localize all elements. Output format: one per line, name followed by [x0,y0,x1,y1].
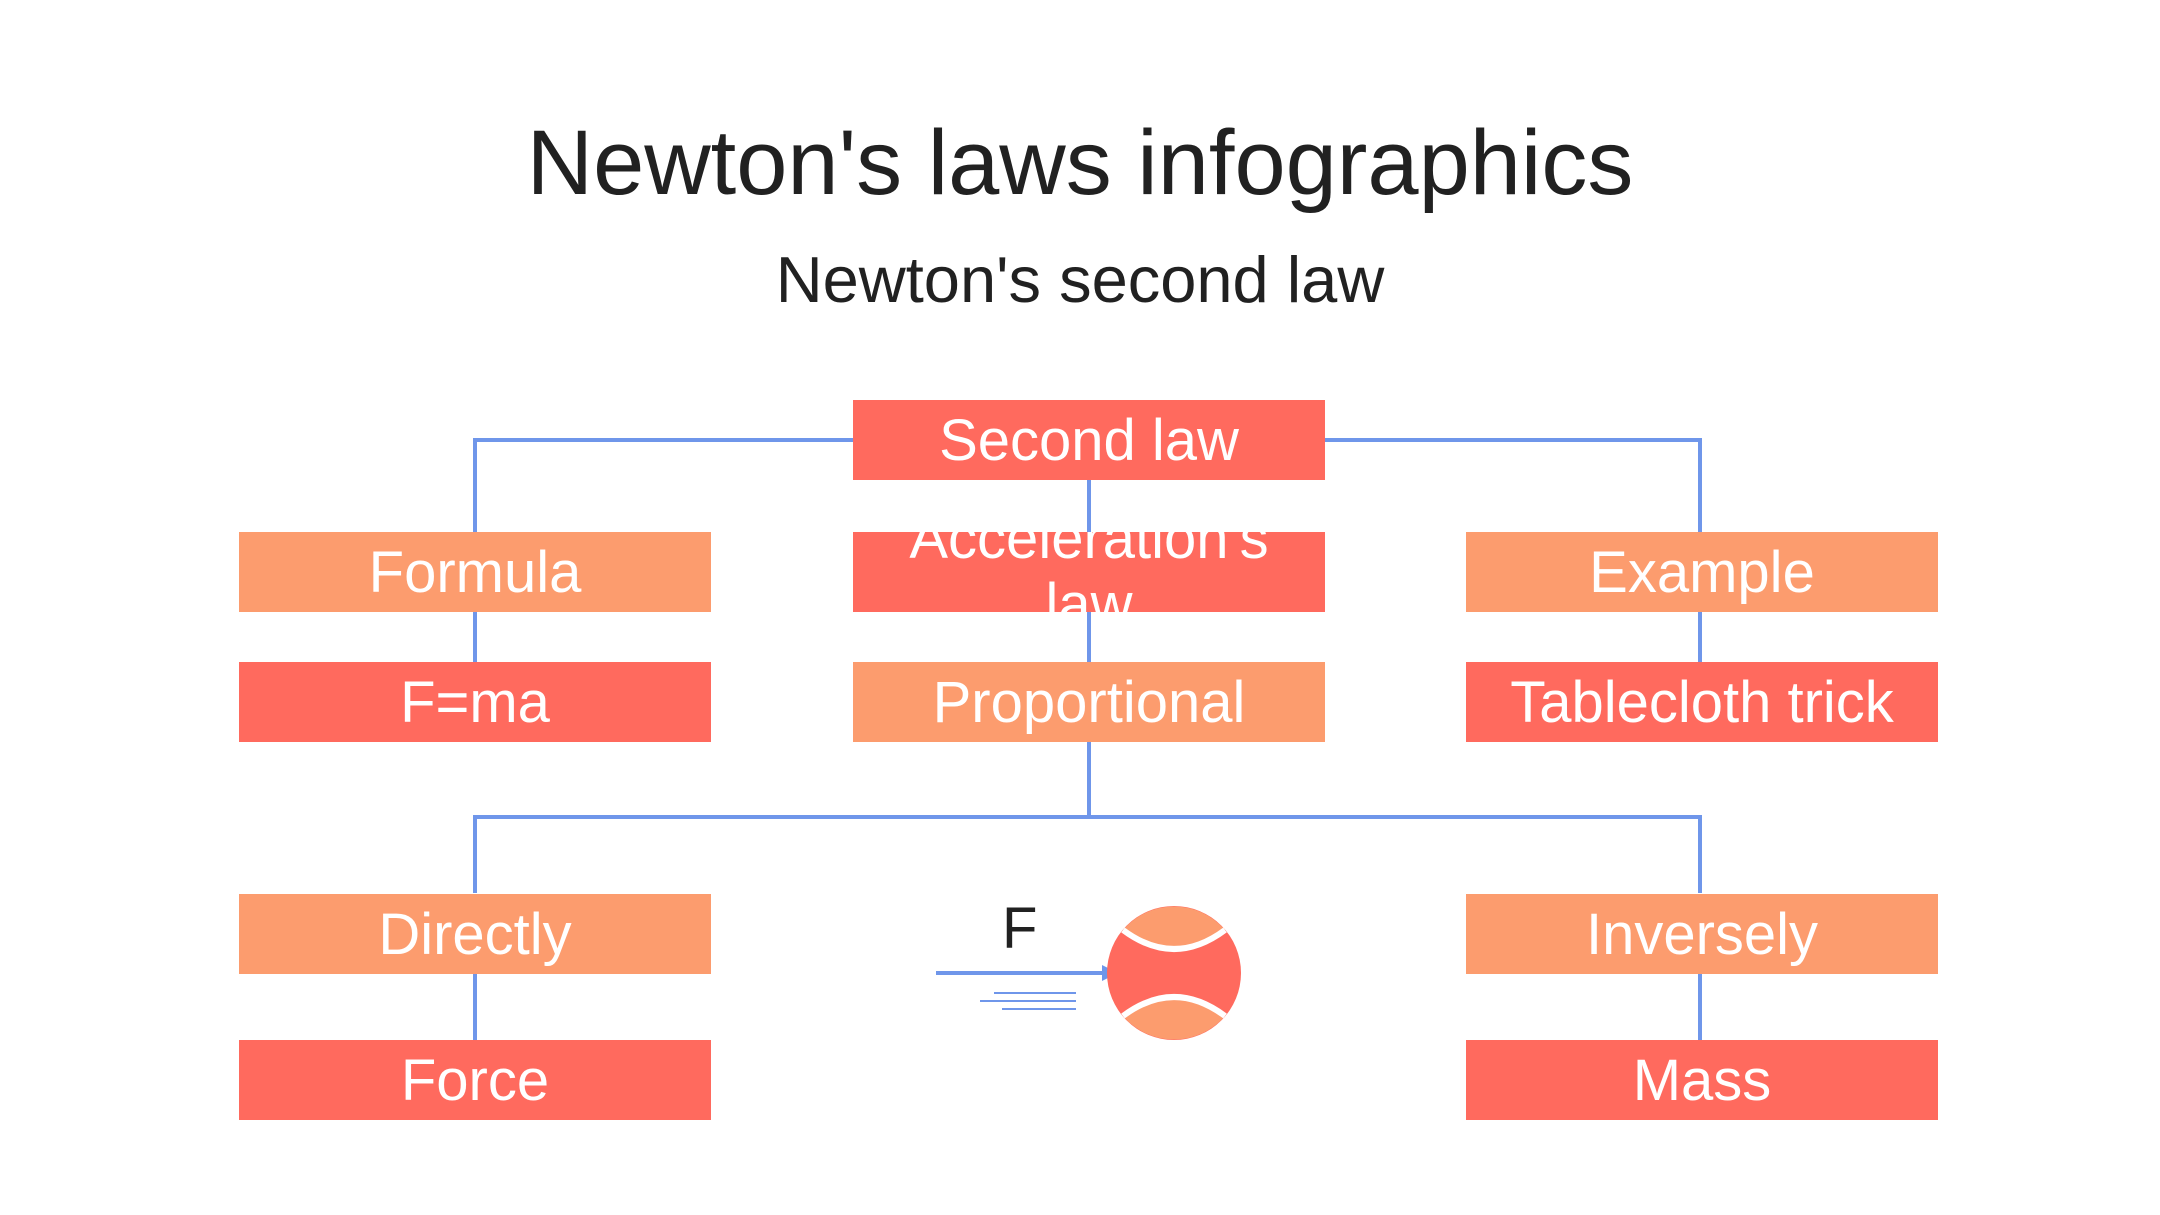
node-example: Example [1466,532,1938,612]
node-formula-label: Formula [368,539,582,605]
node-mass-label: Mass [1632,1047,1772,1113]
node-proportional: Proportional [853,662,1325,742]
node-tablecloth-trick-label: Tablecloth trick [1510,669,1894,735]
force-illustration [936,906,1241,1040]
node-inversely: Inversely [1466,894,1938,974]
node-fma-label: F=ma [400,669,550,735]
connector-root-right [1325,438,1702,535]
motion-lines-icon [980,992,1076,1010]
node-tablecloth-trick: Tablecloth trick [1466,662,1938,742]
node-force: Force [239,1040,711,1120]
node-formula: Formula [239,532,711,612]
node-mass: Mass [1466,1040,1938,1120]
ball-icon [1107,906,1241,1040]
connector-root-left [473,438,853,535]
node-directly-label: Directly [378,901,572,967]
node-inversely-label: Inversely [1585,901,1819,967]
force-label: F [1002,896,1038,961]
node-force-label: Force [400,1047,550,1113]
node-acceleration-law: Acceleration's law [853,532,1325,612]
node-example-label: Example [1589,539,1815,605]
force-arrow-icon [936,965,1118,981]
node-second-law: Second law [853,400,1325,480]
connector-bottom-bracket [473,815,1702,893]
node-fma: F=ma [239,662,711,742]
page-title: Newton's laws infographics [526,112,1634,214]
page-subtitle: Newton's second law [775,243,1385,316]
node-directly: Directly [239,894,711,974]
node-proportional-label: Proportional [932,669,1246,735]
node-acceleration-law-label: Acceleration's law [909,532,1269,612]
node-second-law-label: Second law [939,407,1239,473]
